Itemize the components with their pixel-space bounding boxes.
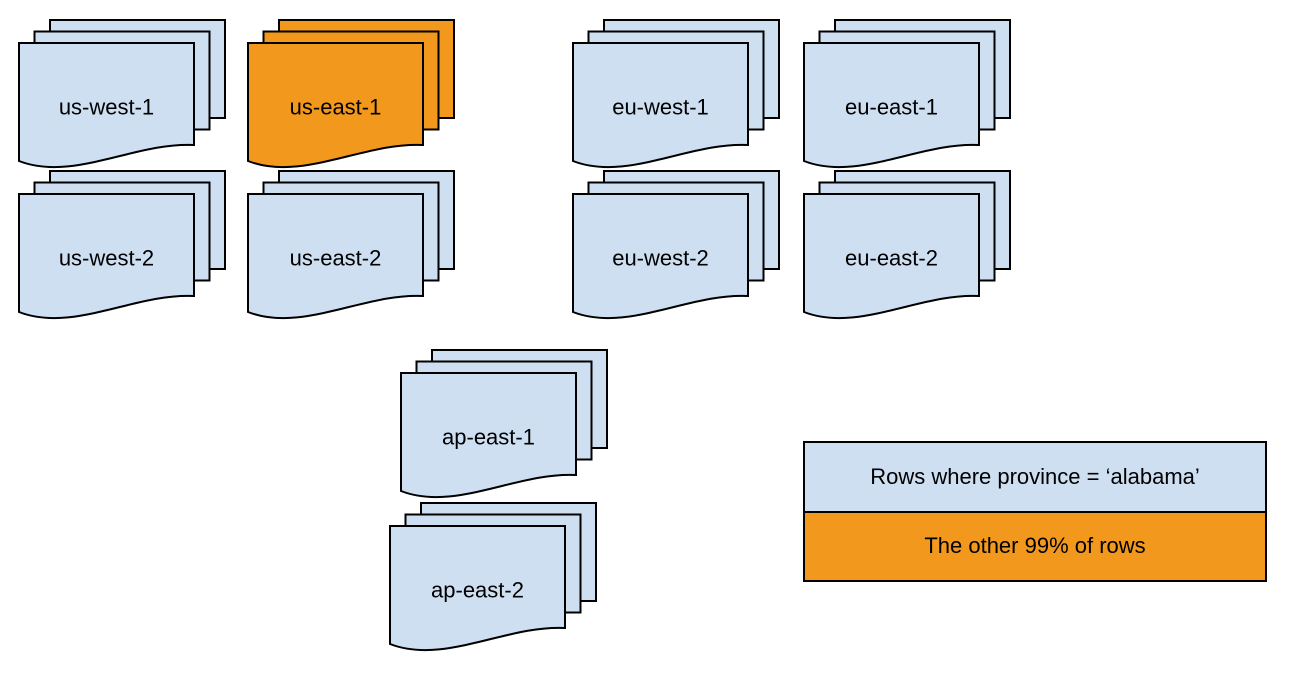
- stack-label: us-east-2: [290, 246, 382, 271]
- doc-sheet-front: [572, 193, 749, 320]
- doc-stack-us-east-2: us-east-2: [247, 170, 455, 320]
- doc-sheet-front: [18, 193, 195, 320]
- legend-item-label: Rows where province = ‘alabama’: [870, 463, 1200, 489]
- doc-stack-us-west-1: us-west-1: [18, 19, 226, 169]
- stack-label: ap-east-1: [442, 425, 535, 450]
- doc-stack-eu-east-1: eu-east-1: [803, 19, 1011, 169]
- stack-label: us-west-2: [59, 246, 154, 271]
- stack-label: eu-east-2: [845, 246, 938, 271]
- stack-label: us-east-1: [290, 95, 382, 120]
- stack-label: eu-east-1: [845, 95, 938, 120]
- legend-item-orange: The other 99% of rows: [805, 510, 1265, 580]
- doc-sheet-front: [803, 42, 980, 169]
- doc-sheet-front: [400, 372, 577, 499]
- doc-stack-eu-west-1: eu-west-1: [572, 19, 780, 169]
- doc-sheet-front: [572, 42, 749, 169]
- stack-label: us-west-1: [59, 95, 154, 120]
- legend: Rows where province = ‘alabama’ The other…: [803, 441, 1267, 582]
- doc-sheet-front: [18, 42, 195, 169]
- legend-item-label: The other 99% of rows: [924, 533, 1146, 559]
- doc-sheet-front: [247, 42, 424, 169]
- legend-item-blue: Rows where province = ‘alabama’: [805, 443, 1265, 511]
- doc-sheet-front: [803, 193, 980, 320]
- doc-sheet-front: [247, 193, 424, 320]
- doc-sheet-front: [389, 525, 566, 652]
- doc-stack-ap-east-2: ap-east-2: [389, 502, 597, 652]
- stack-label: eu-west-1: [612, 95, 709, 120]
- stack-label: ap-east-2: [431, 578, 524, 603]
- doc-stack-us-east-1: us-east-1: [247, 19, 455, 169]
- doc-stack-us-west-2: us-west-2: [18, 170, 226, 320]
- doc-stack-ap-east-1: ap-east-1: [400, 349, 608, 499]
- doc-stack-eu-east-2: eu-east-2: [803, 170, 1011, 320]
- stack-label: eu-west-2: [612, 246, 709, 271]
- doc-stack-eu-west-2: eu-west-2: [572, 170, 780, 320]
